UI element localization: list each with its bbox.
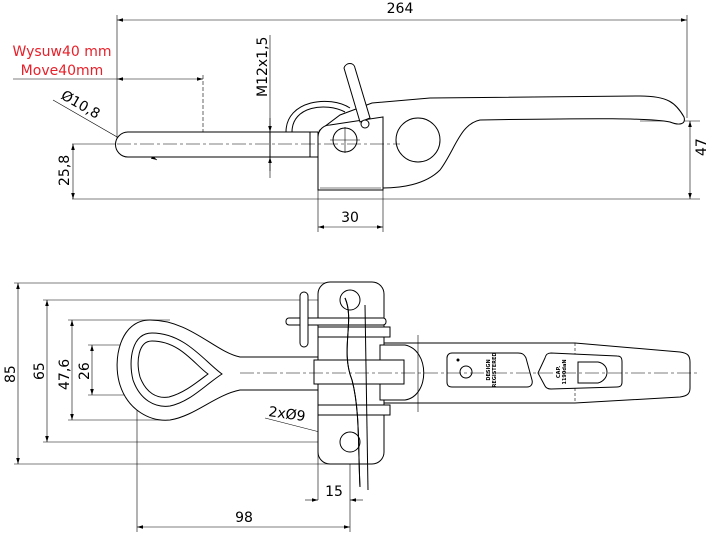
side-view: 264 Wysuw40 mm Move40mm Ø10,8 M12x1,5 25… bbox=[12, 1, 710, 232]
dim-holes: 2xØ9 bbox=[267, 404, 306, 425]
lever-pin bbox=[343, 63, 371, 123]
rod bbox=[115, 131, 319, 158]
plate-text-registered: REGISTERED bbox=[492, 352, 498, 387]
dim-15: 15 bbox=[325, 484, 343, 500]
dim-85: 85 bbox=[3, 365, 19, 383]
dim-26: 26 bbox=[77, 362, 93, 380]
plate-text-capacity: 1190daN bbox=[562, 359, 568, 384]
dim-264: 264 bbox=[387, 1, 414, 17]
cap-plate bbox=[537, 352, 623, 390]
dim-30: 30 bbox=[341, 210, 359, 226]
dim-47-6: 47,6 bbox=[57, 359, 73, 390]
annotation-line2: Move40mm bbox=[21, 63, 104, 79]
handle-hole bbox=[395, 117, 441, 163]
dim-rod-diameter: Ø10,8 bbox=[58, 88, 103, 123]
dim-65: 65 bbox=[32, 362, 48, 380]
dim-25-8: 25,8 bbox=[57, 155, 73, 186]
plate-text-cap: CAP. bbox=[556, 366, 562, 378]
dim-thread: M12x1,5 bbox=[255, 37, 271, 97]
clamp-body bbox=[317, 116, 384, 191]
design-plate bbox=[446, 352, 533, 388]
plate-text-design: DESIGN bbox=[486, 359, 492, 380]
top-view: DESIGN REGISTERED CAP. 1190daN 85 65 47,… bbox=[3, 281, 697, 532]
dim-98: 98 bbox=[235, 510, 253, 526]
dim-47: 47 bbox=[694, 138, 710, 156]
annotation-line1: Wysuw40 mm bbox=[12, 44, 111, 60]
